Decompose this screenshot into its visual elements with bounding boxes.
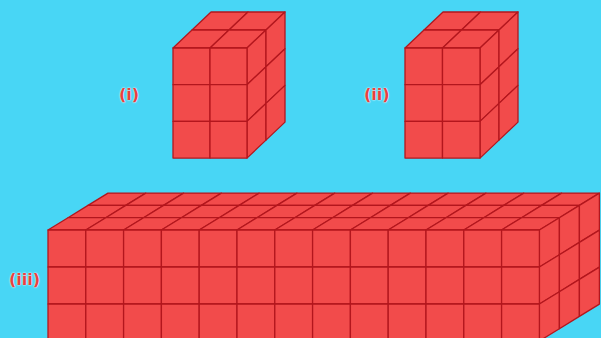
unit-cube-face xyxy=(161,230,199,267)
unit-cube-face xyxy=(237,230,275,267)
figure-label: (iii) xyxy=(9,272,40,288)
unit-cube-face xyxy=(388,304,426,338)
unit-cube-face xyxy=(86,304,124,338)
unit-cube-face xyxy=(388,267,426,304)
unit-cube-face xyxy=(443,48,481,85)
unit-cube-face xyxy=(426,304,464,338)
unit-cube-face xyxy=(426,230,464,267)
unit-cube-face xyxy=(502,304,540,338)
unit-cube-face xyxy=(502,230,540,267)
unit-cube-face xyxy=(237,304,275,338)
unit-cube-face xyxy=(405,121,443,158)
unit-cube-face xyxy=(443,121,481,158)
unit-cube-face xyxy=(173,121,210,158)
unit-cube-face xyxy=(124,304,162,338)
unit-cube-face xyxy=(124,267,162,304)
unit-cube-face xyxy=(443,85,481,122)
unit-cube-face xyxy=(86,267,124,304)
unit-cube-face xyxy=(313,304,351,338)
unit-cube-face xyxy=(48,267,86,304)
unit-cube-face xyxy=(313,267,351,304)
unit-cube-face xyxy=(502,267,540,304)
unit-cube-face xyxy=(313,230,351,267)
unit-cube-face xyxy=(464,304,502,338)
unit-cube-face xyxy=(579,267,599,316)
unit-cube-face xyxy=(275,267,313,304)
unit-cube-face xyxy=(173,48,210,85)
figure-label: (ii) xyxy=(364,87,390,103)
unit-cube-face xyxy=(210,121,247,158)
unit-cube-face xyxy=(266,85,285,140)
unit-cube-face xyxy=(199,304,237,338)
unit-cube-face xyxy=(350,304,388,338)
unit-cube-face xyxy=(210,85,247,122)
unit-cube-face xyxy=(426,267,464,304)
unit-cube-face xyxy=(86,230,124,267)
figure-label: (i) xyxy=(119,87,139,103)
unit-cube-face xyxy=(161,304,199,338)
unit-cube-face xyxy=(405,85,443,122)
unit-cube-face xyxy=(199,267,237,304)
unit-cube-face xyxy=(499,85,518,140)
unit-cube-face xyxy=(199,230,237,267)
unit-cube-face xyxy=(161,267,199,304)
unit-cube-face xyxy=(350,267,388,304)
unit-cube-face xyxy=(48,230,86,267)
unit-cube-face xyxy=(173,85,210,122)
unit-cube-face xyxy=(388,230,426,267)
unit-cube-face xyxy=(480,103,499,158)
unit-cube-face xyxy=(559,279,579,328)
unit-cube-face xyxy=(275,230,313,267)
unit-cube-face xyxy=(464,230,502,267)
unit-cube-face xyxy=(247,103,266,158)
unit-cube-face xyxy=(350,230,388,267)
unit-cube-face xyxy=(48,304,86,338)
unit-cube-face xyxy=(275,304,313,338)
unit-cube-face xyxy=(210,48,247,85)
unit-cube-face xyxy=(124,230,162,267)
unit-cube-face xyxy=(464,267,502,304)
unit-cube-face xyxy=(539,292,559,338)
unit-cube-face xyxy=(405,48,443,85)
unit-cube-face xyxy=(237,267,275,304)
